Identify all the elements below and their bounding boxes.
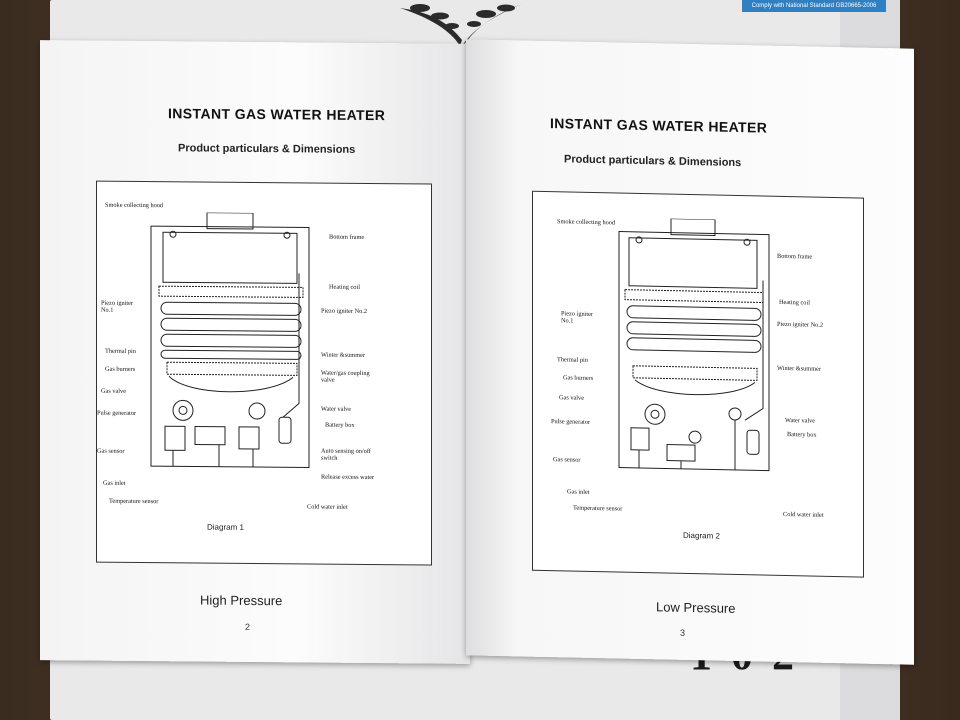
label-piezo-1: Piezo igniter No.1 [561,310,594,325]
label-heating-coil: Heating coil [779,298,810,307]
label-bottom-frame: Bottom frame [777,252,813,261]
label-piezo-1: Piezo igniter No.1 [101,299,134,314]
label-auto-switch: Auto sensing on/off switch [321,447,371,462]
label-thermal-pin: Thermal pin [557,356,588,364]
page-title: INSTANT GAS WATER HEATER [550,115,768,136]
label-piezo-2: Piezo igniter No.2 [321,307,367,315]
label-gas-inlet: Gas inlet [103,479,126,487]
page-number: 3 [680,627,686,638]
label-cold-inlet: Cold water inlet [783,510,824,519]
label-temp-sensor: Temperature sensor [109,497,159,506]
heater-diagram-2 [618,218,770,472]
wheat-logo-icon [400,4,522,46]
label-bottom-frame: Bottom frame [329,233,365,241]
page-title: INSTANT GAS WATER HEATER [168,105,386,124]
label-piezo-2: Piezo igniter No.2 [777,320,823,329]
manual-page-right: INSTANT GAS WATER HEATER Product particu… [466,39,914,665]
label-heating-coil: Heating coil [329,283,360,291]
page-number: 2 [245,621,251,632]
label-battery-box: Battery box [787,431,817,439]
label-release-water: Release excess water [321,473,375,482]
label-gas-valve: Gas valve [101,387,127,395]
diagram-frame: Smoke collecting hood Bottom frame Heati… [96,180,432,566]
diagram-caption: Diagram 1 [207,522,244,532]
label-gas-inlet: Gas inlet [567,488,590,496]
pressure-caption: Low Pressure [656,599,736,616]
label-winter-summer: Winter &summer [321,351,365,359]
label-gas-burners: Gas burners [105,365,136,373]
diagram-frame: Smoke collecting hood Bottom frame Heati… [532,190,864,578]
label-gas-burners: Gas burners [563,374,594,382]
label-winter-summer: Winter &summer [777,364,821,373]
standard-badge: Comply with National Standard GB20665-20… [742,0,886,12]
label-water-valve: Water valve [785,416,816,425]
label-water-valve: Water valve [321,405,352,413]
label-gas-sensor: Gas sensor [97,447,125,455]
pressure-caption: High Pressure [200,592,283,609]
heater-diagram-1 [150,212,310,468]
diagram-caption: Diagram 2 [683,530,720,541]
label-smoke-hood: Smoke collecting hood [557,218,616,227]
label-gas-sensor: Gas sensor [553,456,581,464]
manual-page-left: INSTANT GAS WATER HEATER Product particu… [40,40,470,664]
label-temp-sensor: Temperature sensor [573,504,623,513]
label-pulse-generator: Pulse generator [551,418,590,426]
label-coupling-valve: Water/gas coupling valve [321,369,370,384]
label-battery-box: Battery box [325,421,355,429]
label-pulse-generator: Pulse generator [97,409,136,417]
page-subtitle: Product particulars & Dimensions [178,142,356,156]
label-smoke-hood: Smoke collecting hood [105,201,164,210]
page-subtitle: Product particulars & Dimensions [564,153,742,170]
label-gas-valve: Gas valve [559,394,585,402]
label-thermal-pin: Thermal pin [105,347,136,355]
label-cold-inlet: Cold water inlet [307,503,348,511]
